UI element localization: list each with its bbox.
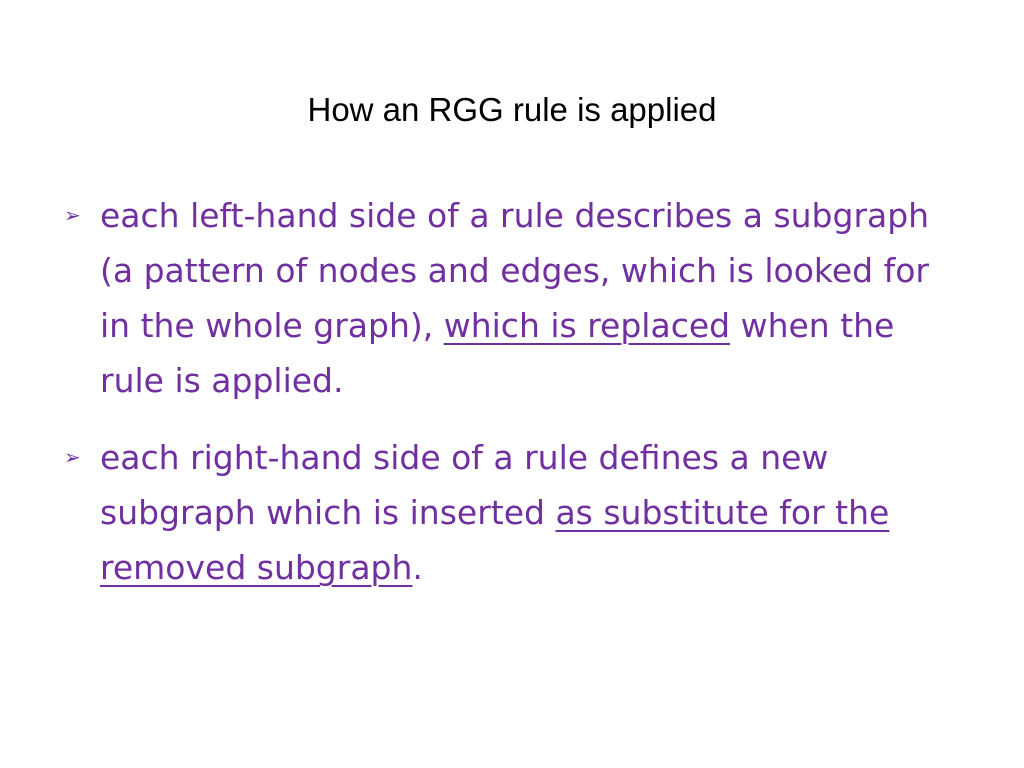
- bullet-text-underlined: which is replaced: [443, 306, 731, 345]
- slide-title: How an RGG rule is applied: [307, 91, 717, 128]
- bullet-text-before: each left-hand side of a rule describes …: [100, 196, 930, 345]
- bullet-text-after: .: [412, 548, 423, 587]
- bullet-text-underlined: as substitute for the removed subgraph: [100, 493, 890, 587]
- arrow-bullet-icon: ➢: [64, 203, 81, 227]
- bullet-text-before: each right-hand side of a rule defines a…: [100, 438, 829, 532]
- bullet-item-lhs: ➢ each left-hand side of a rule describe…: [0, 188, 960, 408]
- bullet-text-after: when the rule is applied.: [100, 306, 895, 400]
- bullet-list: ➢ each left-hand side of a rule describe…: [0, 188, 1024, 617]
- arrow-bullet-icon: ➢: [64, 445, 81, 469]
- bullet-item-rhs: ➢ each right-hand side of a rule defines…: [0, 430, 960, 595]
